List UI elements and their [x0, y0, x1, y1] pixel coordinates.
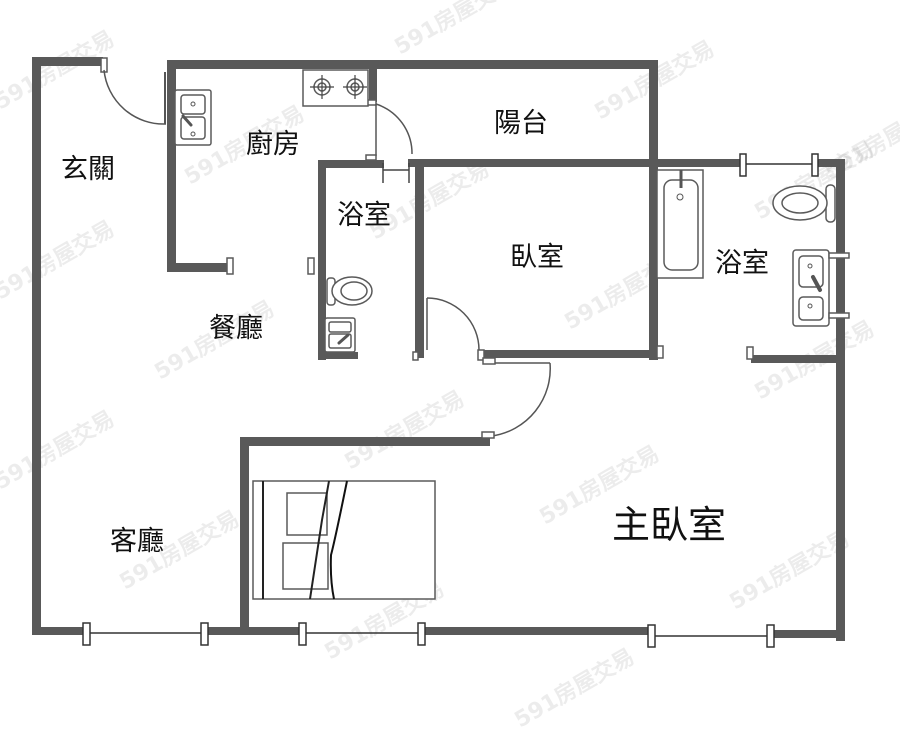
wall-top-kitchen-balcony [167, 60, 657, 69]
wall-master-bedroom-left [240, 437, 249, 635]
fixtures [174, 69, 850, 600]
wall-kitchen-bottom-stub [167, 263, 227, 272]
wall-kitchen-left [167, 60, 176, 272]
bed-icon [252, 480, 436, 600]
double-sink-icon [792, 249, 850, 327]
walls [32, 57, 845, 641]
toilet-icon [772, 184, 836, 223]
wall-small-bath-bottom [318, 352, 358, 359]
bathtub-icon [656, 169, 704, 279]
watermark: 591房屋交易 [340, 386, 469, 475]
label-balcony: 陽台 [494, 108, 548, 139]
door-balcony-arc [375, 103, 413, 155]
label-bedroom: 臥室 [510, 242, 564, 273]
watermark: 591房屋交易 [510, 644, 639, 733]
door-master-bedroom-arc [491, 362, 551, 437]
wall-balcony-bottom [408, 159, 741, 167]
wall-master-bedroom-top [240, 437, 490, 446]
wall-bottom-master [420, 627, 652, 635]
room-labels: 玄關 廚房 陽台 浴室 臥室 浴室 餐廳 客廳 主臥室 [61, 108, 769, 557]
wall-kitchen-balcony-divider [369, 60, 377, 102]
bath-sink-icon [324, 317, 356, 353]
wall-bottom-mid [205, 627, 300, 635]
wall-left-outer [32, 57, 41, 635]
watermark: 591房屋交易 [0, 216, 119, 305]
wall-bottom-left [32, 627, 84, 635]
wall-bedroom-left [415, 160, 424, 358]
label-bathroom-small: 浴室 [337, 200, 391, 231]
wall-small-bath-top [318, 160, 384, 168]
label-living: 客廳 [110, 526, 164, 557]
label-bathroom-master: 浴室 [715, 248, 769, 279]
wall-bedroom-bottom [482, 350, 658, 358]
door-entrance-jamb [100, 57, 108, 73]
label-dining: 餐廳 [209, 313, 263, 344]
watermark: 591房屋交易 [0, 406, 119, 495]
wall-balcony-right [649, 60, 658, 360]
stove-icon [302, 69, 369, 107]
watermark: 591房屋交易 [820, 96, 900, 185]
wall-master-bath-bottom [751, 355, 843, 363]
door-bedroom-arc [426, 297, 480, 351]
door-entrance-arc [103, 69, 167, 125]
doors [100, 57, 754, 439]
wall-top-entrance [32, 57, 103, 66]
kitchen-sink-icon [174, 89, 212, 146]
label-kitchen: 廚房 [246, 129, 300, 160]
wall-right-outer [836, 159, 845, 641]
label-master-bedroom: 主臥室 [612, 503, 726, 547]
watermark: 591房屋交易 [390, 0, 519, 60]
toilet-icon [326, 276, 373, 306]
windows [82, 153, 819, 648]
watermark: 591房屋交易 [725, 526, 854, 615]
label-entrance: 玄關 [61, 154, 115, 185]
wall-master-bath-top-right [815, 159, 845, 167]
wall-bottom-right [771, 630, 845, 638]
wall-small-bath-left [318, 160, 326, 360]
